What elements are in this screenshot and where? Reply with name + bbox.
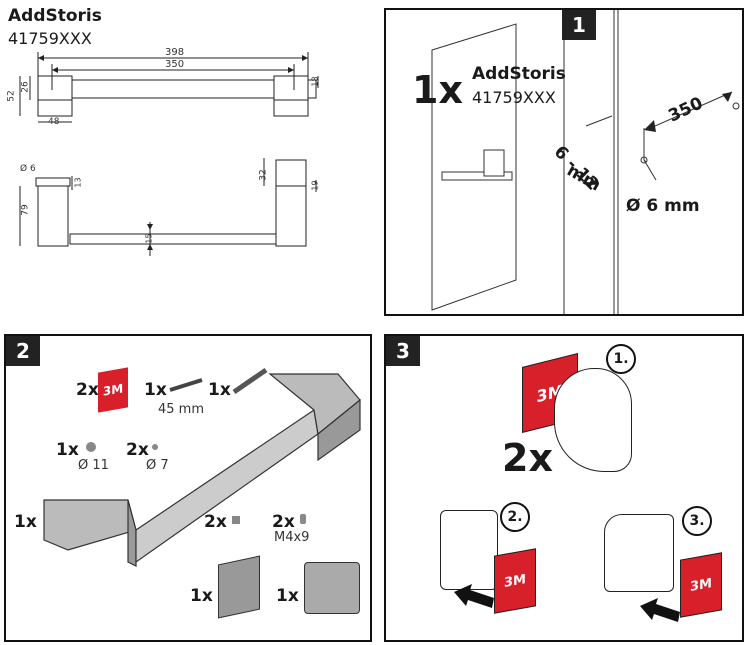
step-3-label: 3. xyxy=(689,513,705,529)
rod-quantity: 1x xyxy=(208,380,231,400)
product-name: AddStoris xyxy=(472,64,566,84)
dim-48: 48 xyxy=(48,117,60,127)
end-cap-back-illustration xyxy=(440,510,498,590)
rod-icon xyxy=(232,367,268,395)
end-cap-icon xyxy=(304,562,360,614)
cap-quantity: 1x xyxy=(276,586,299,606)
plug-11-quantity: 1x xyxy=(56,440,79,460)
step-number: 2 xyxy=(6,336,40,366)
step-1-label: 1. xyxy=(613,351,629,367)
product-code: 41759XXX xyxy=(472,88,556,107)
dim-19: 19 xyxy=(310,180,320,191)
arrow-icon xyxy=(640,598,680,622)
hand-illustration xyxy=(554,368,632,472)
dim-398: 398 xyxy=(165,47,185,58)
pad-brand: 3M xyxy=(690,575,712,595)
step-2-panel: 2 2x 3M 1x 45 mm 1x 1x Ø 11 2x Ø 7 1x 2x… xyxy=(4,334,372,642)
dim-79: 79 xyxy=(20,204,31,216)
step-2-label: 2. xyxy=(507,509,523,525)
dim-13: 13 xyxy=(73,177,83,188)
adhesive-pad-icon: 3M xyxy=(494,548,536,614)
dim-32: 32 xyxy=(258,169,269,181)
screw-icon xyxy=(169,378,203,392)
plug-7-size: Ø 7 xyxy=(146,458,169,473)
drawing-area: AddStoris 41759XXX xyxy=(0,0,375,315)
wall-illustration xyxy=(431,10,740,314)
plate-quantity: 1x xyxy=(190,586,213,606)
grub-screw-icon xyxy=(300,514,306,524)
adhesive-pad-icon: 3M xyxy=(680,552,722,618)
step-number: 1 xyxy=(562,10,596,40)
dim-52: 52 xyxy=(6,90,17,102)
drill-diameter: Ø 6 mm xyxy=(626,196,700,216)
mounting-plate-icon xyxy=(218,555,260,619)
pad-quantity: 2x xyxy=(76,380,99,400)
step-number: 3 xyxy=(386,336,420,366)
screw-quantity: 1x xyxy=(144,380,167,400)
step-1-panel: 1 1x AddStoris 41759XXX 6 - 12 mm 350 Ø … xyxy=(384,8,744,316)
step-1-circle: 1. xyxy=(606,344,636,374)
dim-26: 26 xyxy=(20,81,31,93)
plug-11-size: Ø 11 xyxy=(78,458,109,473)
small-part-icon xyxy=(232,516,240,524)
step-3-circle: 3. xyxy=(682,506,712,536)
arrow-icon xyxy=(454,584,494,608)
dim-18: 18 xyxy=(310,76,320,87)
small-part-quantity: 2x xyxy=(204,512,227,532)
dim-15: 15 xyxy=(144,233,154,244)
product-name: AddStoris xyxy=(8,6,102,26)
pad-brand: 3M xyxy=(504,571,526,591)
grub-screw-size: M4x9 xyxy=(274,530,310,545)
step-3-panel: 3 3M 1. 2x 3M 2. 3M 3. xyxy=(384,334,744,642)
screw-length: 45 mm xyxy=(158,402,205,417)
grub-screw-quantity: 2x xyxy=(272,512,295,532)
plug-7-icon xyxy=(152,444,158,450)
dim-350: 350 xyxy=(165,59,185,70)
quantity: 1x xyxy=(412,68,463,112)
dim-diameter-6: Ø 6 xyxy=(20,164,36,174)
step-2-circle: 2. xyxy=(500,502,530,532)
towel-bar-illustration xyxy=(43,373,361,567)
bar-quantity: 1x xyxy=(14,512,37,532)
end-cap-illustration xyxy=(604,514,674,592)
technical-drawing xyxy=(19,52,319,256)
plug-11-icon xyxy=(86,442,96,452)
quantity: 2x xyxy=(502,436,553,480)
plug-7-quantity: 2x xyxy=(126,440,149,460)
product-code: 41759XXX xyxy=(8,29,92,48)
